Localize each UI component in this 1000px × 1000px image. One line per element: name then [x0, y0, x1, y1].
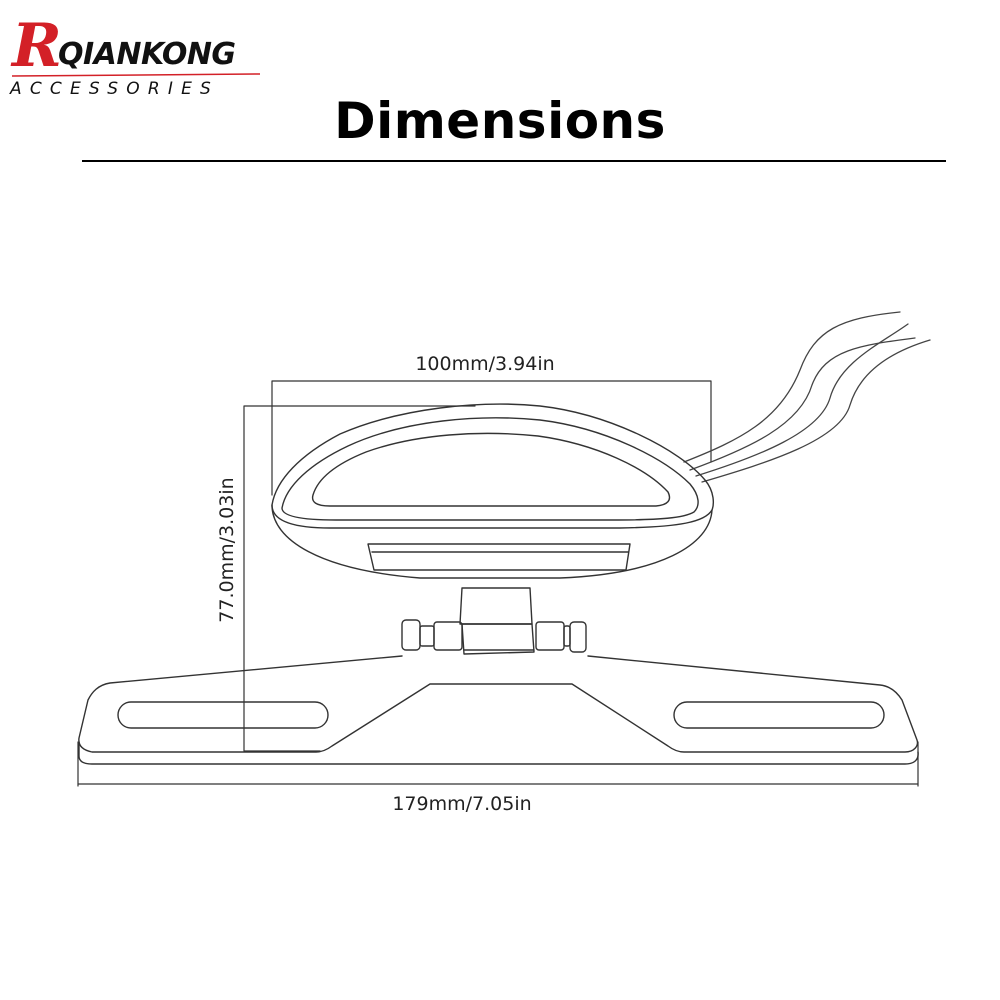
- dimension-lines: [77, 380, 919, 787]
- top-width-dimension-label: 100mm/3.94in: [415, 353, 555, 375]
- plate-bracket: [78, 655, 919, 765]
- height-dimension-label: 77.0mm/3.03in: [216, 477, 238, 623]
- wire-cables: [683, 311, 931, 483]
- lamp-housing: [271, 403, 715, 579]
- page-title: Dimensions: [334, 92, 666, 150]
- svg-text:ACCESSORIES: ACCESSORIES: [9, 79, 219, 98]
- total-width-dimension-label: 179mm/7.05in: [392, 793, 532, 815]
- title-divider: [82, 160, 946, 162]
- svg-text:QIANKONG: QIANKONG: [58, 37, 236, 72]
- mount-bracket: [401, 587, 587, 655]
- brand-logo: R QIANKONG ACCESSORIES: [8, 6, 270, 98]
- rqiankong-logo-mark: R QIANKONG ACCESSORIES: [9, 11, 261, 98]
- svg-text:R: R: [10, 11, 62, 81]
